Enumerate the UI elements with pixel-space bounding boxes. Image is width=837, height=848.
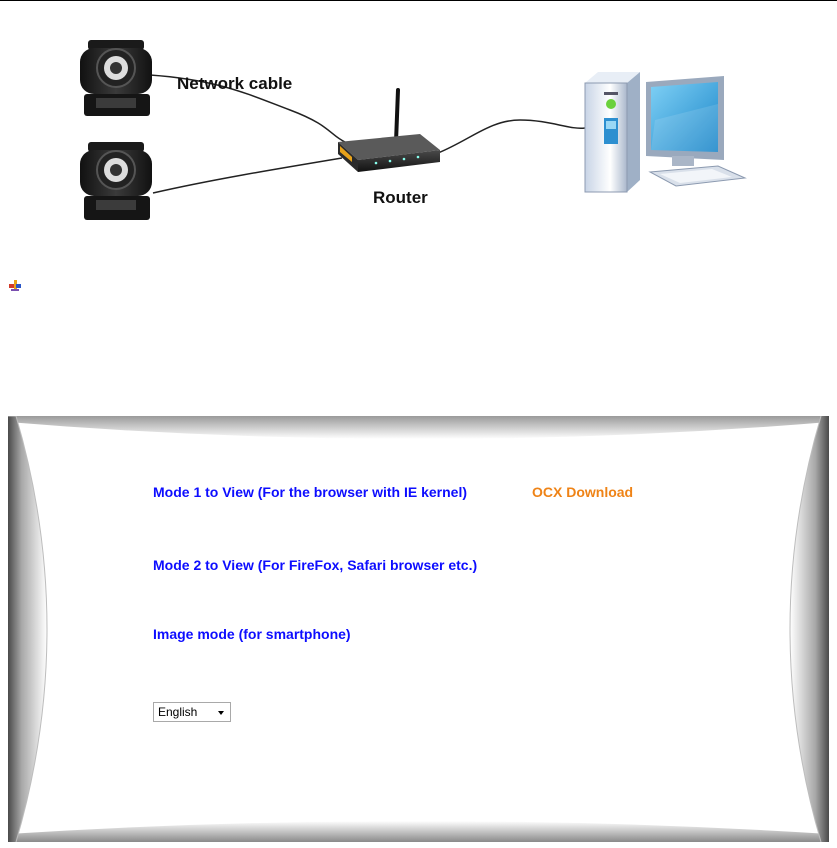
network-cable-label: Network cable (177, 74, 292, 94)
camera-1-icon (80, 40, 152, 116)
camera-2-icon (80, 142, 152, 220)
network-diagram: Network cable Router (0, 0, 837, 250)
cable-pc (438, 120, 585, 153)
cable-camera-2 (153, 158, 342, 193)
language-select[interactable]: English (153, 702, 231, 722)
panel-background (8, 416, 829, 842)
broken-image-icon (8, 278, 22, 292)
computer-icon (585, 72, 745, 192)
mode-panel: Mode 1 to View (For the browser with IE … (8, 416, 829, 842)
chevron-down-icon (218, 711, 224, 715)
image-mode-link[interactable]: Image mode (for smartphone) (153, 626, 351, 642)
router-icon (338, 90, 440, 172)
diagram-graphic (0, 0, 837, 250)
ocx-download-link[interactable]: OCX Download (532, 484, 633, 500)
mode-1-link[interactable]: Mode 1 to View (For the browser with IE … (153, 484, 467, 500)
mode-2-link[interactable]: Mode 2 to View (For FireFox, Safari brow… (153, 557, 477, 573)
language-select-value: English (158, 705, 197, 719)
router-label: Router (373, 188, 428, 208)
